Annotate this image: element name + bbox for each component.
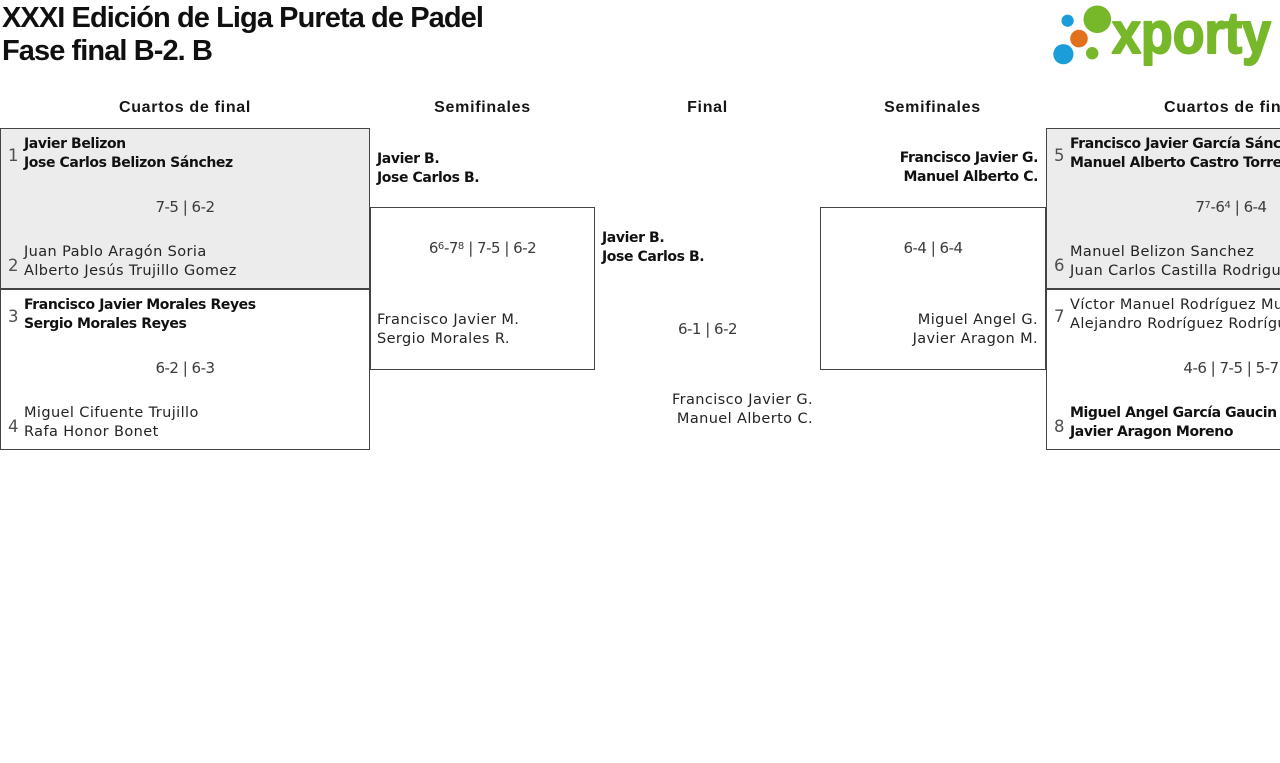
team-qf4-top: Víctor Manuel Rodríguez Muñoz Alejandro …	[1070, 296, 1280, 334]
seed-8: 8	[1054, 416, 1065, 436]
player-line: Francisco Javier G.	[671, 392, 813, 408]
player-line: Sergio Morales Reyes	[24, 316, 187, 332]
score-sf-left: 66-78 | 7-5 | 6-2	[428, 239, 537, 257]
player-line: Rafa Honor Bonet	[24, 424, 159, 440]
player-line: Alejandro Rodríguez Rodríguez	[1070, 316, 1280, 332]
score-qf2: 6-2 | 6-3	[155, 359, 215, 377]
logo-dot-green-small	[1086, 47, 1099, 60]
logo-dot-green-big	[1083, 5, 1112, 34]
team-qf1-top: Javier Belizon Jose Carlos Belizon Sánch…	[24, 135, 233, 173]
player-line: Miguel Angel García Gaucin	[1070, 405, 1277, 421]
player-line: Sergio Morales R.	[377, 331, 510, 347]
team-qf2-top: Francisco Javier Morales Reyes Sergio Mo…	[24, 296, 256, 334]
match-qf2-box[interactable]	[0, 289, 370, 450]
player-line: Juan Carlos Castilla Rodriguez	[1070, 263, 1280, 279]
player-line: Miguel Angel G.	[917, 312, 1038, 328]
player-line: Juan Pablo Aragón Soria	[24, 244, 207, 260]
team-qf2-bottom: Miguel Cifuente Trujillo Rafa Honor Bone…	[24, 404, 199, 442]
player-line: Javier Aragon M.	[912, 331, 1038, 347]
team-qf4-bottom: Miguel Angel García Gaucin Javier Aragon…	[1070, 404, 1277, 442]
team-final-top: Javier B. Jose Carlos B.	[602, 229, 705, 267]
player-line: Alberto Jesús Trujillo Gomez	[24, 263, 237, 279]
player-line: Javier Belizon	[24, 136, 126, 152]
player-line: Francisco Javier Morales Reyes	[24, 297, 256, 313]
player-line: Francisco Javier García Sánchez	[1070, 136, 1280, 152]
score-qf3: 77-64 | 6-4	[1195, 198, 1267, 216]
logo-wordmark: xporty	[1112, 1, 1271, 66]
logo-dot-orange	[1070, 29, 1088, 48]
team-sf-right-top: Francisco Javier G. Manuel Alberto C.	[826, 149, 1039, 187]
team-sf-left-top: Javier B. Jose Carlos B.	[377, 150, 480, 188]
player-line: Miguel Cifuente Trujillo	[24, 405, 199, 421]
player-line: Manuel Belizon Sanchez	[1070, 244, 1255, 260]
player-line: Jose Carlos B.	[377, 170, 480, 186]
player-line: Manuel Alberto C.	[903, 169, 1038, 185]
score-qf4: 4-6 | 7-5 | 5-7	[1183, 359, 1279, 377]
player-line: Manuel Alberto Castro Torres	[1070, 155, 1280, 171]
team-final-bottom: Francisco Javier G. Manuel Alberto C.	[601, 391, 813, 429]
logo-dot-blue-small	[1061, 14, 1074, 27]
round-header-semis-left: Semifinales	[434, 99, 531, 116]
seed-1: 1	[8, 146, 19, 165]
team-qf1-bottom: Juan Pablo Aragón Soria Alberto Jesús Tr…	[24, 243, 237, 281]
logo-dot-blue-big	[1053, 44, 1074, 65]
player-line: Francisco Javier M.	[377, 312, 520, 328]
player-line: Javier B.	[602, 230, 665, 246]
player-line: Manuel Alberto C.	[676, 411, 813, 427]
seed-6: 6	[1054, 255, 1065, 275]
round-header-final: Final	[687, 99, 728, 116]
round-header-cuartos-right: Cuartos de final	[1163, 99, 1280, 116]
seed-7: 7	[1054, 307, 1065, 326]
match-sf-left-box[interactable]	[370, 207, 595, 370]
player-line: Víctor Manuel Rodríguez Muñoz	[1070, 297, 1280, 313]
score-sf-right: 6-4 | 6-4	[903, 239, 963, 257]
round-header-semis-right: Semifinales	[884, 99, 981, 116]
team-qf3-bottom: Manuel Belizon Sanchez Juan Carlos Casti…	[1070, 243, 1280, 281]
match-qf1-box[interactable]	[0, 128, 370, 289]
player-line: Jose Carlos B.	[602, 249, 705, 265]
seed-5: 5	[1054, 146, 1065, 165]
seed-4: 4	[8, 416, 19, 436]
player-line: Javier B.	[377, 151, 440, 167]
team-qf3-top: Francisco Javier García Sánchez Manuel A…	[1070, 135, 1280, 173]
team-sf-right-bottom: Miguel Angel G. Javier Aragon M.	[826, 311, 1038, 349]
match-qf3-box[interactable]	[1046, 128, 1280, 289]
score-final: 6-1 | 6-2	[677, 320, 738, 338]
player-line: Javier Aragon Moreno	[1070, 424, 1234, 440]
tournament-name: XXXI Edición de Liga Pureta de Padel	[2, 2, 484, 35]
team-sf-left-bottom: Francisco Javier M. Sergio Morales R.	[377, 311, 519, 349]
player-line: Jose Carlos Belizon Sánchez	[24, 155, 233, 171]
seed-2: 2	[8, 255, 19, 275]
match-sf-right-box[interactable]	[820, 207, 1046, 370]
score-qf1: 7-5 | 6-2	[155, 198, 215, 216]
match-qf4-box[interactable]	[1046, 289, 1280, 450]
page-title: XXXI Edición de Liga Pureta de Padel Fas…	[2, 2, 484, 68]
player-line: Francisco Javier G.	[899, 150, 1039, 166]
xporty-logo[interactable]: xporty	[1048, 0, 1280, 72]
phase-name: Fase final B-2. B	[2, 35, 213, 68]
seed-3: 3	[8, 307, 19, 326]
round-header-cuartos-left: Cuartos de final	[118, 99, 252, 116]
